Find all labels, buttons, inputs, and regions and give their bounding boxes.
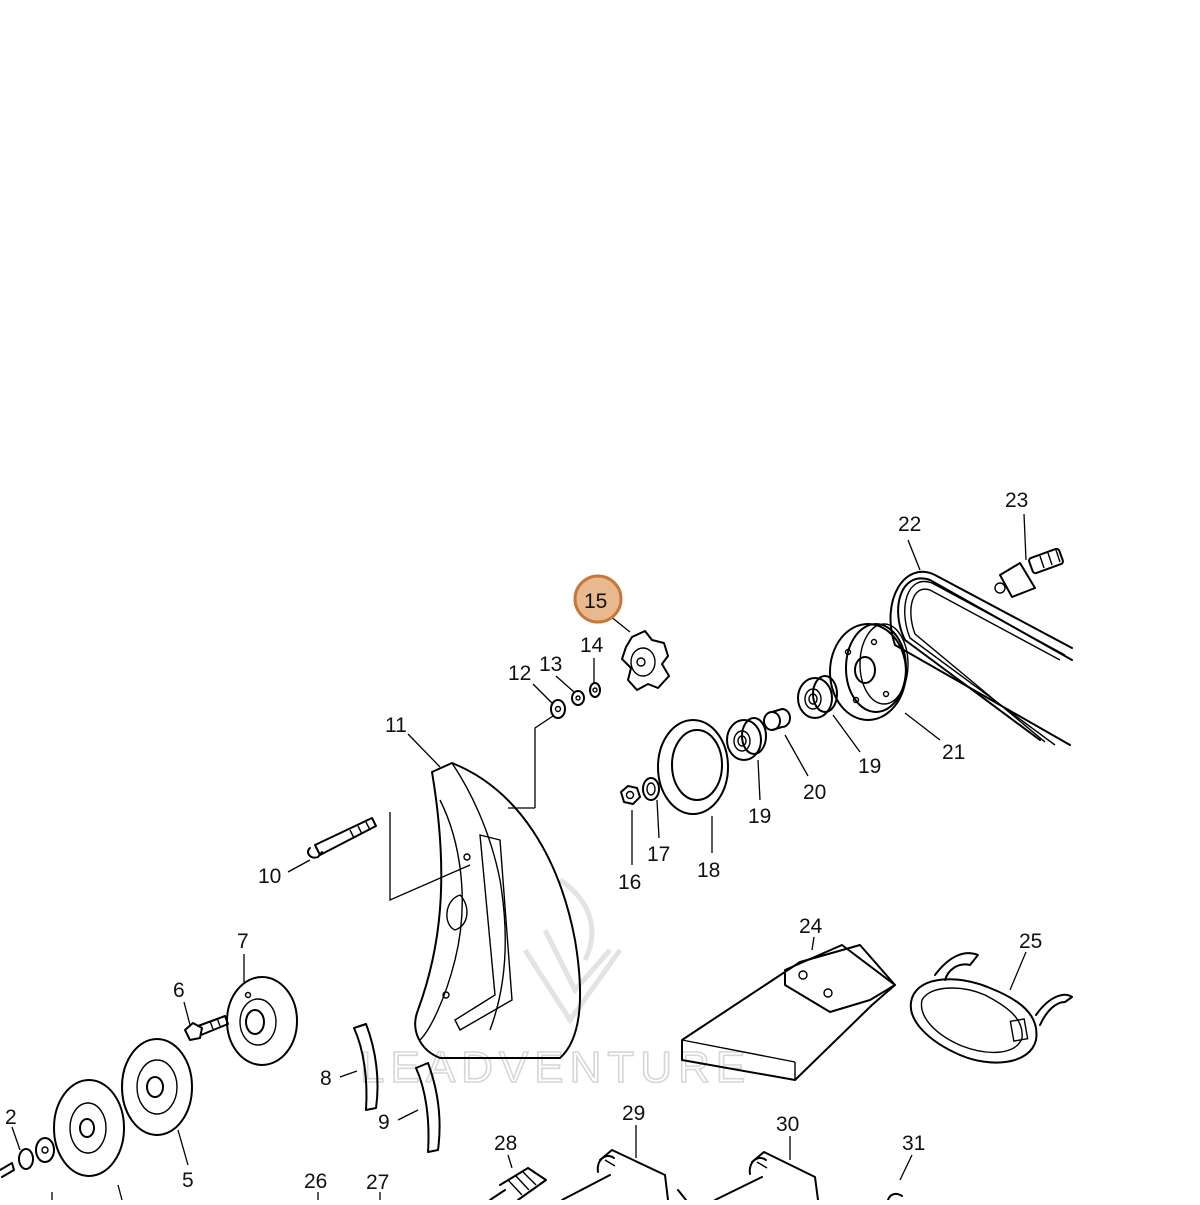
part-21-pulley	[829, 623, 909, 721]
label-25[interactable]: 25	[1019, 930, 1042, 953]
label-19-upper[interactable]: 19	[858, 755, 881, 778]
part-30-wrench	[714, 1151, 819, 1201]
part-10-bolt	[307, 817, 377, 859]
part-19-bearing-lower	[726, 717, 767, 761]
part-2-washers	[0, 1137, 55, 1178]
label-16[interactable]: 16	[618, 871, 641, 894]
part-24-pouch	[681, 944, 896, 1081]
label-24[interactable]: 24	[799, 915, 823, 938]
part-14-washer	[589, 682, 601, 698]
part-28-nut-tool	[489, 1167, 547, 1201]
part-5-flange	[121, 1038, 193, 1136]
part-16-nut	[620, 785, 641, 805]
label-5[interactable]: 5	[182, 1169, 194, 1192]
label-2[interactable]: 2	[5, 1106, 17, 1129]
highlight-marker-15[interactable]	[573, 574, 623, 624]
part-18-washer	[657, 719, 729, 815]
label-11[interactable]: 11	[385, 714, 407, 737]
part-9-segment	[415, 1062, 441, 1153]
label-13[interactable]: 13	[539, 653, 562, 676]
part-8-segment	[353, 1023, 379, 1111]
part-11-blade-guard	[389, 715, 581, 1059]
label-18[interactable]: 18	[697, 859, 720, 882]
label-22[interactable]: 22	[898, 513, 921, 536]
part-22-belt	[889, 570, 1073, 746]
watermark: LEADVENTURE	[359, 877, 746, 1093]
leader-lines	[11, 513, 1027, 1201]
label-21[interactable]: 21	[942, 741, 965, 764]
label-15[interactable]: 15	[584, 590, 607, 613]
label-26[interactable]: 26	[304, 1170, 327, 1193]
label-12[interactable]: 12	[508, 662, 531, 685]
label-23[interactable]: 23	[1005, 489, 1028, 512]
label-31[interactable]: 31	[902, 1132, 925, 1155]
label-10[interactable]: 10	[258, 865, 281, 888]
label-6[interactable]: 6	[173, 979, 185, 1002]
part-29-wrench	[561, 1149, 687, 1201]
part-12-washer	[550, 699, 566, 719]
label-9[interactable]: 9	[378, 1111, 390, 1134]
part-7-flange	[226, 976, 298, 1066]
part-25-goggles	[909, 952, 1073, 1064]
part-17-ring	[642, 777, 660, 801]
label-20[interactable]: 20	[803, 781, 826, 804]
label-17[interactable]: 17	[647, 843, 670, 866]
label-30[interactable]: 30	[776, 1113, 799, 1136]
label-27[interactable]: 27	[366, 1171, 389, 1194]
part-6-screw	[184, 1015, 229, 1041]
label-8[interactable]: 8	[320, 1067, 332, 1090]
part-15-knob	[621, 630, 670, 691]
part-23-shaft	[994, 547, 1064, 598]
part-31-tool	[887, 1192, 903, 1201]
label-14[interactable]: 14	[580, 634, 604, 657]
part-labels: 23 22 15 14 13 12 11 21 19 20 19 17 18 1…	[5, 489, 1042, 1194]
part-left-flange	[53, 1079, 125, 1177]
part-13-washer	[571, 690, 585, 706]
label-7[interactable]: 7	[237, 930, 249, 953]
label-29[interactable]: 29	[622, 1102, 645, 1125]
label-19-lower[interactable]: 19	[748, 805, 771, 828]
label-28[interactable]: 28	[494, 1132, 517, 1155]
part-19-bearing-upper	[797, 675, 838, 719]
part-20-spacer	[763, 708, 791, 731]
